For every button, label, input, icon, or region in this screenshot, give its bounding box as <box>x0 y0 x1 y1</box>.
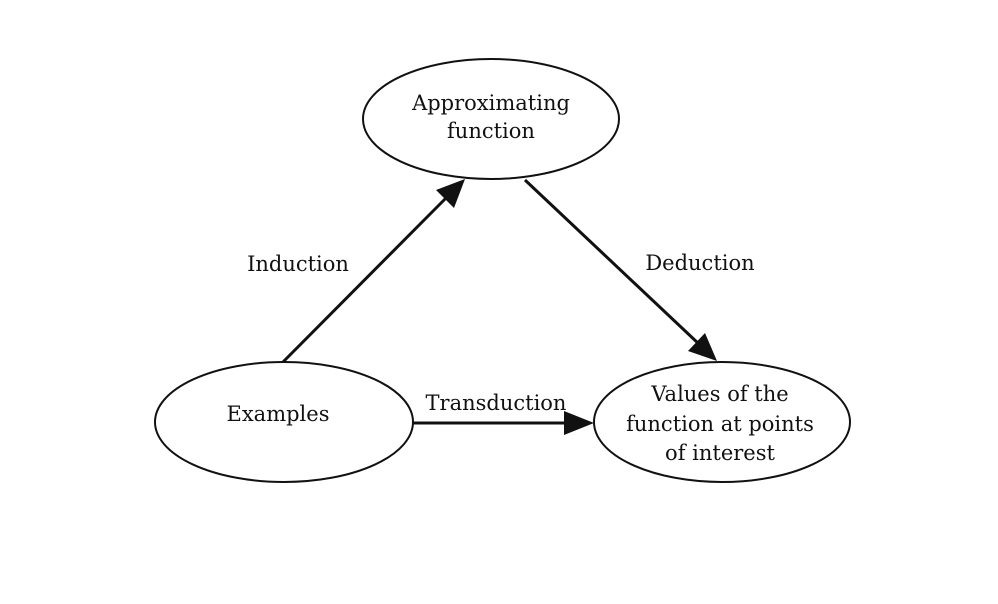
approximating-function-label-line-2: function <box>447 119 535 143</box>
deduction-arrow-head <box>688 333 717 361</box>
deduction-arrow-line <box>523 178 702 347</box>
values-label-line-1: Values of the <box>650 382 788 406</box>
induction-arrow-line <box>281 194 450 364</box>
values-label-line-3: of interest <box>665 441 775 465</box>
values-label-line-2: function at points <box>626 412 814 436</box>
deduction-label: Deduction <box>645 251 754 275</box>
edge-induction <box>281 179 465 364</box>
induction-label: Induction <box>247 252 349 276</box>
node-examples: Examples <box>154 361 414 483</box>
edge-deduction <box>523 178 717 361</box>
transduction-arrow-head <box>564 411 594 435</box>
edge-transduction <box>412 411 594 435</box>
examples-label: Examples <box>227 402 330 426</box>
node-values-of-function: Values of the function at points of inte… <box>593 361 851 483</box>
examples-ellipse <box>154 361 414 483</box>
approximating-function-ellipse <box>362 58 620 180</box>
values-ellipse <box>593 361 851 483</box>
transduction-label: Transduction <box>426 391 567 415</box>
approximating-function-label-line-1: Approximating <box>411 91 570 115</box>
induction-arrow-head <box>436 179 465 208</box>
node-approximating-function: Approximating function <box>362 58 620 180</box>
